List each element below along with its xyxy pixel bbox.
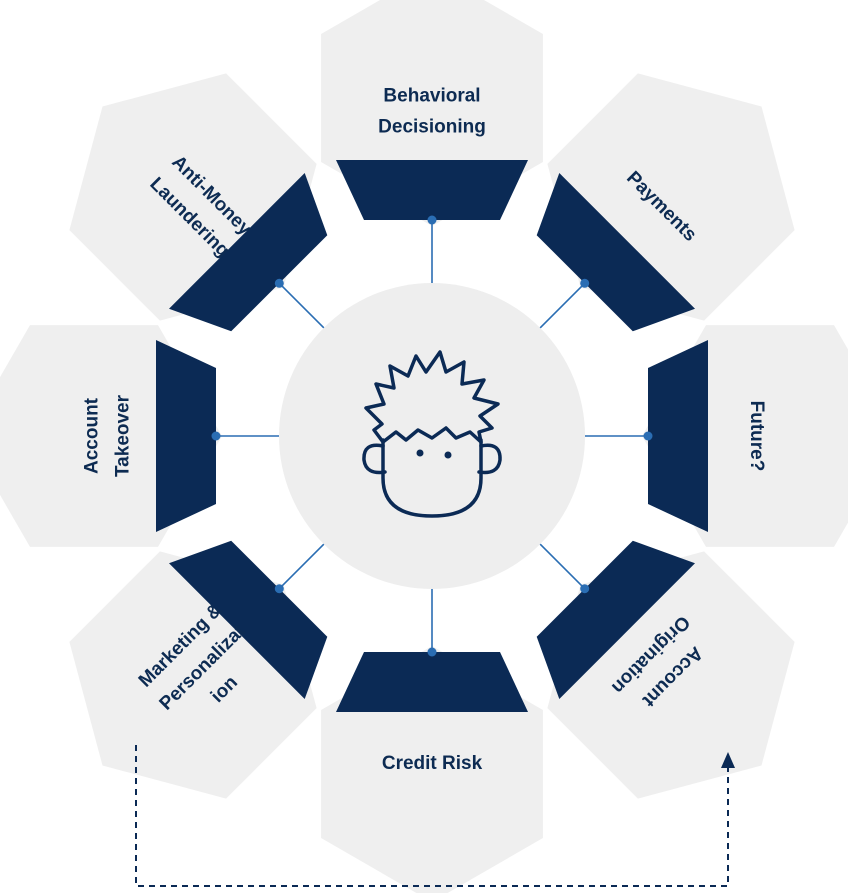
label-line: Decisioning — [378, 117, 486, 138]
connector-dot-credit-risk — [427, 647, 437, 657]
band-behavioral-decisioning — [336, 160, 528, 220]
center-layer — [279, 283, 585, 589]
label-line: Account — [82, 397, 103, 474]
band-credit-risk — [336, 652, 528, 712]
band-account-takeover — [156, 340, 216, 532]
connector-line-anti-money-laundering — [278, 282, 325, 329]
label-credit-risk: Credit Risk — [382, 753, 483, 774]
dashed-flow-line — [135, 745, 729, 887]
band-marketing-personalization — [169, 540, 328, 699]
label-line: Credit Risk — [382, 753, 483, 774]
person-face-icon — [362, 350, 502, 518]
band-anti-money-laundering — [169, 173, 328, 332]
label-line: Future? — [746, 401, 767, 472]
connector-line-marketing-personalization — [278, 543, 325, 590]
label-line: Behavioral — [383, 86, 480, 107]
connector-dot-marketing-personalization — [274, 584, 284, 594]
connector-dot-account-takeover — [211, 431, 221, 441]
connector-dot-future — [643, 431, 653, 441]
connector-line-payments — [539, 282, 586, 329]
connector-line-account-origination — [539, 543, 586, 590]
label-line: Takeover — [113, 394, 134, 477]
band-payments — [536, 173, 695, 332]
connector-dot-anti-money-laundering — [274, 278, 284, 288]
flow-arrow — [135, 745, 735, 887]
label-future: Future? — [746, 401, 767, 472]
label-account-takeover: Account Takeover — [82, 394, 134, 477]
trapezoid-layer — [156, 160, 708, 712]
band-account-origination — [536, 540, 695, 699]
arrow-head-icon — [721, 752, 735, 768]
connector-layer — [211, 215, 653, 657]
connector-dot-account-origination — [580, 584, 590, 594]
connector-dot-payments — [580, 278, 590, 288]
band-future — [648, 340, 708, 532]
connector-dot-behavioral-decisioning — [427, 215, 437, 225]
